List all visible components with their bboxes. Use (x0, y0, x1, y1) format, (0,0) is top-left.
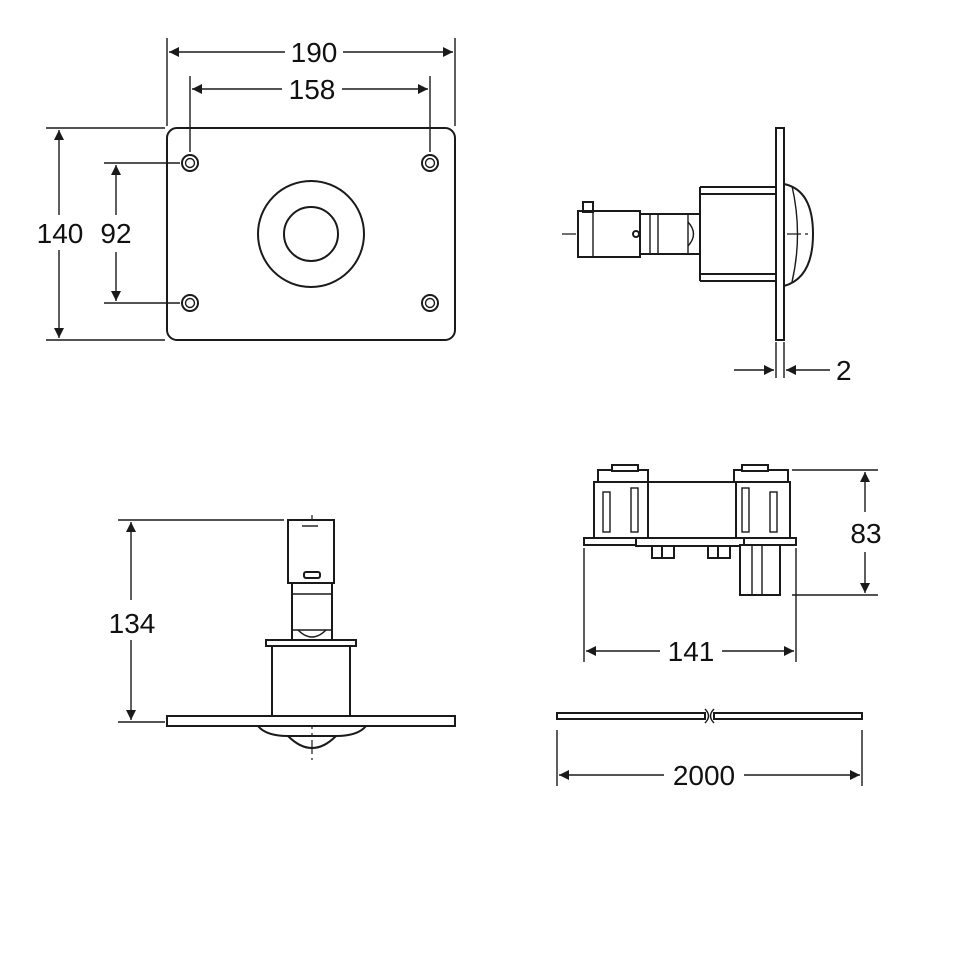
front-view (166, 127, 456, 341)
dimension-height-outer: 140 (37, 127, 165, 341)
dimension-box-height: 83 (792, 469, 882, 596)
bottom-view (166, 515, 456, 760)
front-plate (166, 127, 456, 341)
box-body (593, 481, 791, 539)
cable-right-segment (713, 712, 863, 720)
side-plate (775, 127, 785, 341)
mounting-hole-bottom-left (181, 294, 199, 312)
dimension-label-83: 83 (850, 518, 881, 549)
side-neck (639, 213, 701, 255)
mounting-hole-top-left (181, 154, 199, 172)
bottom-connector (287, 519, 335, 584)
dimension-label-190: 190 (291, 37, 338, 68)
dimension-label-92: 92 (100, 218, 131, 249)
box-outlet (739, 544, 781, 596)
sensor-ring-outer (257, 180, 365, 288)
dimension-width-holes: 158 (189, 74, 431, 152)
dimension-label-2: 2 (836, 355, 852, 386)
dimension-label-134: 134 (109, 608, 156, 639)
dimension-width-outer: 190 (166, 37, 456, 126)
control-box-view (583, 464, 797, 596)
dimension-height-holes: 92 (100, 162, 180, 304)
sensor-window (283, 206, 339, 262)
dimension-box-width: 141 (583, 548, 797, 667)
bottom-housing (271, 643, 351, 717)
dimension-label-141: 141 (668, 636, 715, 667)
dimension-label-2000: 2000 (673, 760, 735, 791)
cable-view (556, 708, 863, 724)
side-view (562, 127, 815, 341)
dimension-label-158: 158 (289, 74, 336, 105)
mounting-hole-top-right (421, 154, 439, 172)
dimension-plate-thickness: 2 (734, 342, 852, 386)
dimension-bottom-height: 134 (109, 519, 284, 723)
side-housing (699, 193, 777, 275)
side-connector (577, 210, 641, 258)
bottom-sensor-dome (287, 735, 337, 749)
cable-left-segment (556, 712, 706, 720)
dimension-cable-length: 2000 (556, 730, 863, 791)
dimension-label-140: 140 (37, 218, 84, 249)
bottom-neck (291, 582, 333, 641)
bottom-plate (166, 715, 456, 727)
side-sensor-dome (783, 183, 815, 287)
mounting-hole-bottom-right (421, 294, 439, 312)
